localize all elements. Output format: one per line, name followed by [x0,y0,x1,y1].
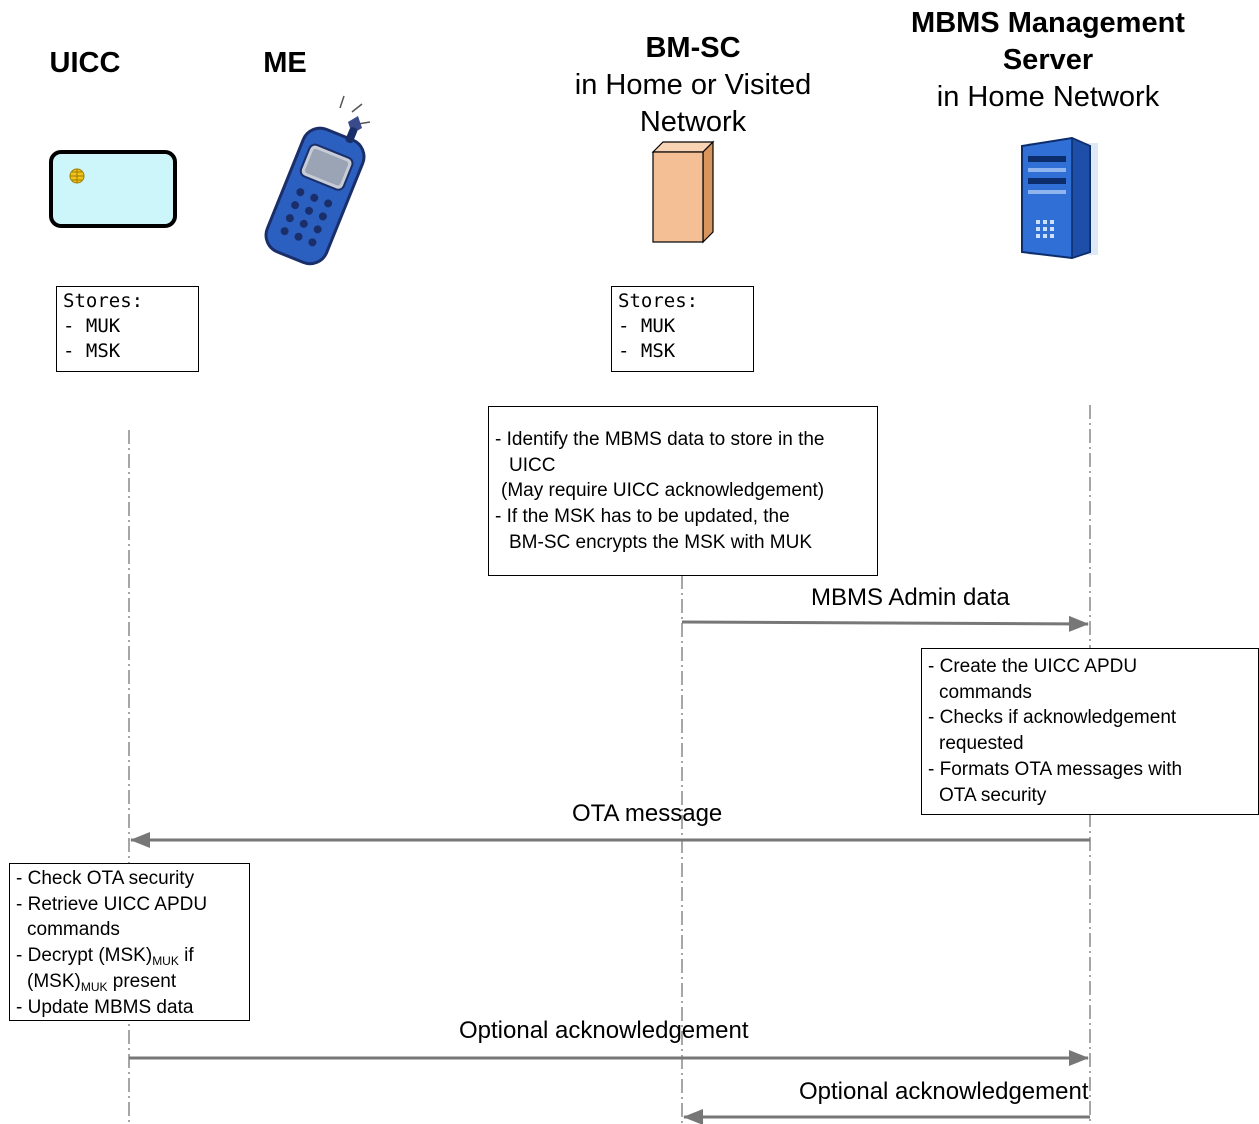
mgmt-subtitle: in Home Network [936,81,1160,113]
admin-message-label: MBMS Admin data [811,584,1010,611]
bmsc-header: BM-SC in Home or Visited Network [555,30,831,141]
uicc-process-note: - Check OTA security - Retrieve UICC APD… [9,863,250,1021]
admin-arrow [681,615,1089,632]
bmsc-subtitle: in Home or Visited Network [574,69,812,138]
note-line: (May require UICC acknowledgement) [501,480,825,502]
mgmt-process-note: - Create the UICC APDU commands - Checks… [921,648,1259,815]
ack2-message-label: Optional acknowledgement [799,1078,1089,1105]
bmsc-stores-line: Stores: [618,290,699,312]
note-line: - Update MBMS data [16,996,194,1018]
mgmt-header: MBMS Management Server in Home Network [895,5,1201,116]
ack1-message-label: Optional acknowledgement [459,1017,749,1044]
note-line: commands [27,919,120,941]
note-line: - Retrieve UICC APDU [16,893,208,915]
uicc-stores-line: - MUK [63,315,121,337]
note-line: UICC [509,454,556,476]
bmsc-stores-box: Stores: - MUK - MSK [611,286,754,372]
note-line: - Identify the MBMS data to store in the [495,429,825,450]
bmsc-title: BM-SC [645,32,741,64]
bmsc-process-note: - Identify the MBMS data to store in the… [488,406,878,576]
uicc-title: UICC [49,47,121,79]
note-line: OTA security [939,784,1047,806]
note-line: - Decrypt (MSK)MUK if [16,945,194,969]
me-title: ME [263,47,307,79]
note-line: commands [939,681,1032,703]
note-line: BM-SC encrypts the MSK with MUK [509,531,813,553]
note-line: - Create the UICC APDU [928,656,1138,677]
mgmt-title: MBMS Management Server [911,7,1185,76]
note-line: - Check OTA security [16,868,195,889]
note-line: - Formats OTA messages with [928,758,1183,780]
bmsc-stores-line: - MSK [618,340,676,362]
uicc-stores-line: Stores: [63,290,144,312]
note-line: (MSK)MUK present [27,970,177,994]
uicc-stores-box: Stores: - MUK - MSK [56,286,199,372]
uicc-stores-line: - MSK [63,340,121,362]
ota-message-label: OTA message [572,800,723,827]
note-line: requested [939,733,1024,755]
bmsc-stores-line: - MUK [618,315,676,337]
note-line: - Checks if acknowledgement [928,707,1177,729]
note-line: - If the MSK has to be updated, the [495,506,790,528]
